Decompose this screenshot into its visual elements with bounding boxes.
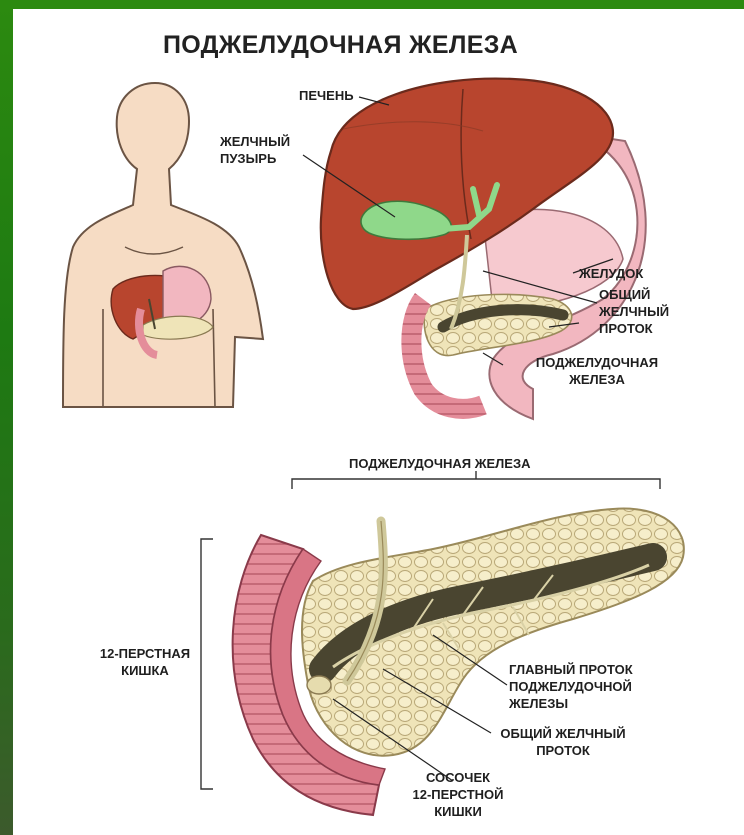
human-silhouette bbox=[63, 83, 263, 407]
label-gallbladder-line1: ЖЕЛЧНЫЙ bbox=[220, 133, 290, 150]
label-pancreas-line1: ПОДЖЕЛУДОЧНАЯ bbox=[507, 354, 687, 371]
label-papilla-line2: 12-ПЕРСТНОЙ bbox=[393, 786, 523, 803]
label-gallbladder: ЖЕЛЧНЫЙ ПУЗЫРЬ bbox=[220, 133, 290, 167]
label-common-duct-lower-line1: ОБЩИЙ ЖЕЛЧНЫЙ bbox=[483, 725, 643, 742]
label-duodenum-line1: 12-ПЕРСТНАЯ bbox=[75, 645, 215, 662]
label-liver-text: ПЕЧЕНЬ bbox=[299, 88, 354, 103]
label-pancreas-bracket: ПОДЖЕЛУДОЧНАЯ ЖЕЛЕЗА bbox=[349, 455, 531, 472]
label-common-duct-line3: ПРОТОК bbox=[599, 320, 669, 337]
label-common-duct: ОБЩИЙ ЖЕЛЧНЫЙ ПРОТОК bbox=[599, 286, 669, 337]
label-duodenum-line2: КИШКА bbox=[75, 662, 215, 679]
label-common-duct-lower-line2: ПРОТОК bbox=[483, 742, 643, 759]
label-gallbladder-line2: ПУЗЫРЬ bbox=[220, 150, 290, 167]
lower-pancreas bbox=[302, 509, 684, 756]
label-pancreas-bracket-text: ПОДЖЕЛУДОЧНАЯ ЖЕЛЕЗА bbox=[349, 456, 531, 471]
label-papilla-line3: КИШКИ bbox=[393, 803, 523, 820]
anatomy-illustration bbox=[13, 9, 744, 835]
label-pancreas: ПОДЖЕЛУДОЧНАЯ ЖЕЛЕЗА bbox=[507, 354, 687, 388]
label-common-duct-line2: ЖЕЛЧНЫЙ bbox=[599, 303, 669, 320]
label-liver: ПЕЧЕНЬ bbox=[299, 87, 354, 104]
pancreas-bracket bbox=[292, 471, 660, 489]
label-stomach: ЖЕЛУДОК bbox=[579, 265, 643, 282]
label-papilla-line1: СОСОЧЕК bbox=[393, 769, 523, 786]
label-main-duct-line2: ПОДЖЕЛУДОЧНОЙ bbox=[509, 678, 633, 695]
label-main-duct-line3: ЖЕЛЕЗЫ bbox=[509, 695, 633, 712]
label-common-duct-lower: ОБЩИЙ ЖЕЛЧНЫЙ ПРОТОК bbox=[483, 725, 643, 759]
label-stomach-text: ЖЕЛУДОК bbox=[579, 266, 643, 281]
label-pancreas-line2: ЖЕЛЕЗА bbox=[507, 371, 687, 388]
label-main-duct: ГЛАВНЫЙ ПРОТОК ПОДЖЕЛУДОЧНОЙ ЖЕЛЕЗЫ bbox=[509, 661, 633, 712]
page-title: ПОДЖЕЛУДОЧНАЯ ЖЕЛЕЗА bbox=[163, 31, 663, 60]
label-common-duct-line1: ОБЩИЙ bbox=[599, 286, 669, 303]
label-main-duct-line1: ГЛАВНЫЙ ПРОТОК bbox=[509, 661, 633, 678]
label-duodenum: 12-ПЕРСТНАЯ КИШКА bbox=[75, 645, 215, 679]
diagram-canvas: ПОДЖЕЛУДОЧНАЯ ЖЕЛЕЗА ПЕЧЕНЬ ЖЕЛЧНЫЙ ПУЗЫ… bbox=[13, 9, 744, 835]
label-papilla: СОСОЧЕК 12-ПЕРСТНОЙ КИШКИ bbox=[393, 769, 523, 820]
